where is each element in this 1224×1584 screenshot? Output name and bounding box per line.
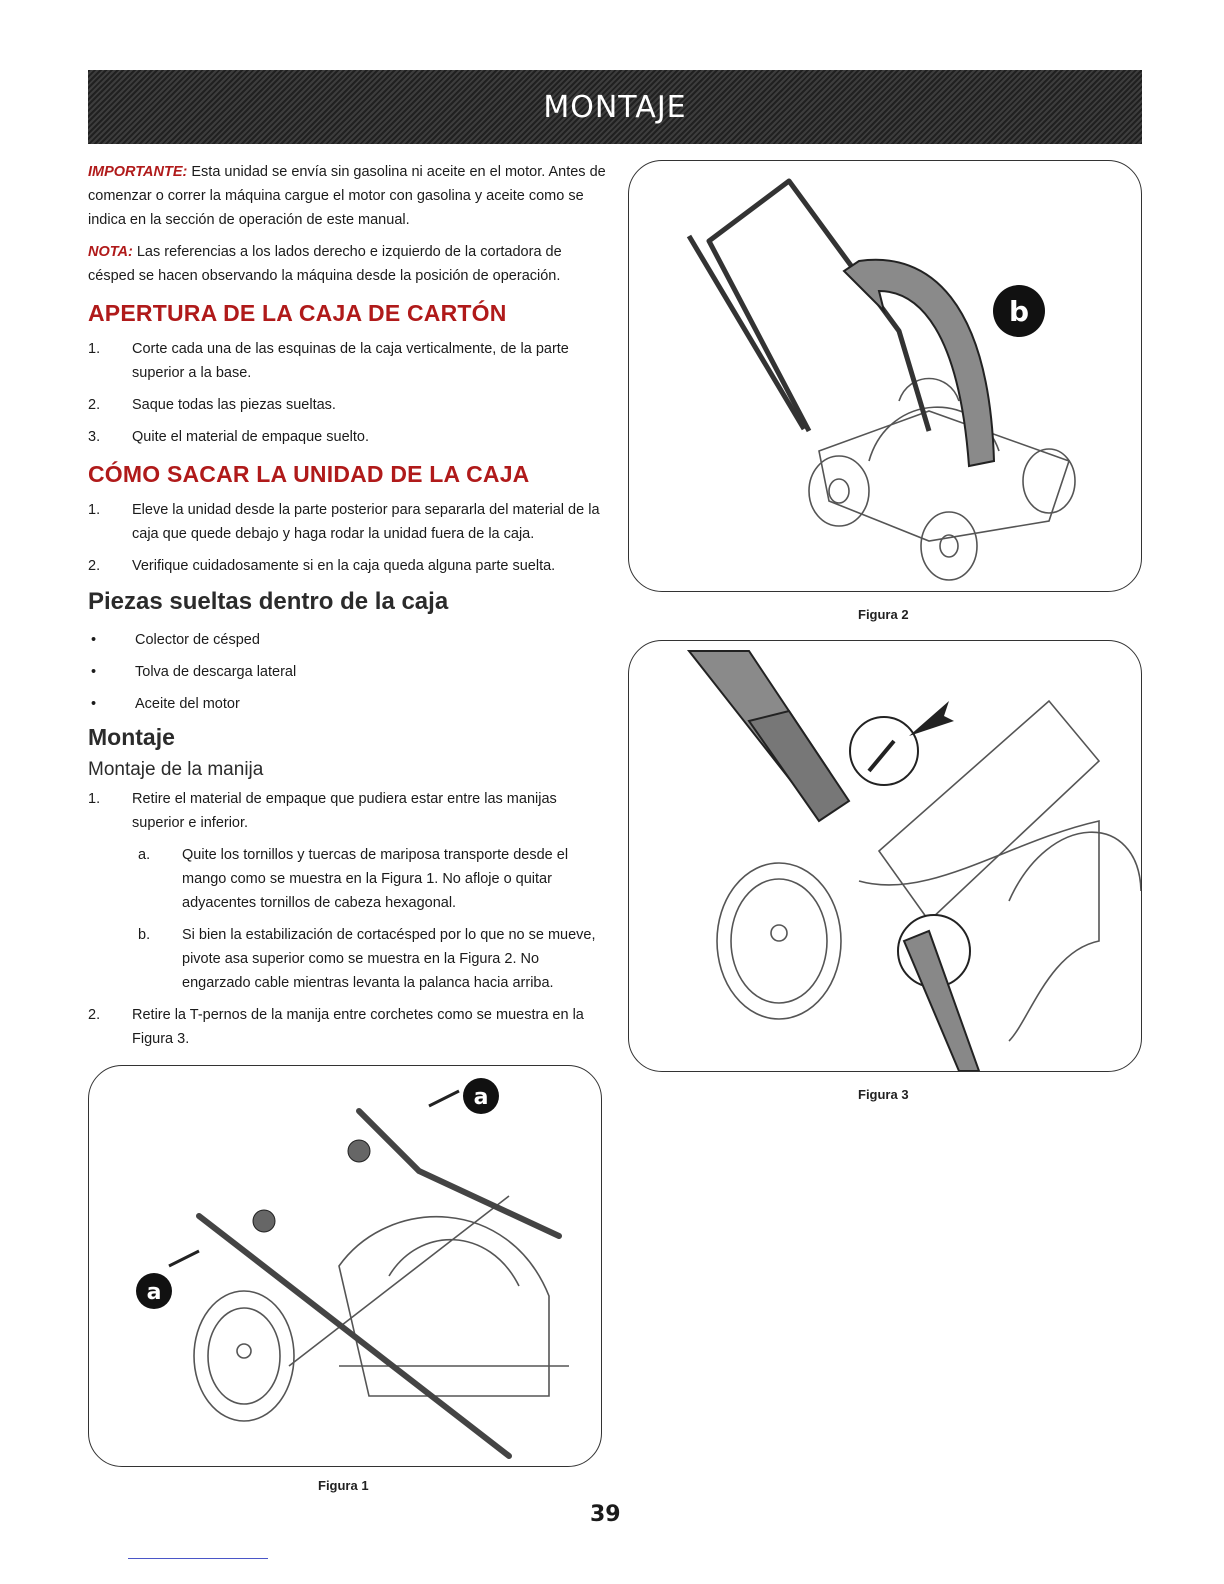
section-title: MONTAJE	[543, 89, 687, 125]
list-item: 3. Quite el material de empaque suelto.	[88, 425, 608, 449]
list-item: • Tolva de descarga lateral	[88, 660, 608, 684]
figure-1-marker-left: a	[147, 1280, 162, 1305]
substep-letter: a.	[138, 847, 151, 863]
list-item: 2. Verifique cuidadosamente si en la caja…	[88, 554, 608, 578]
important-paragraph: IMPORTANTE: Esta unidad se envía sin gas…	[88, 160, 608, 232]
step-text: Retire el material de empaque que pudier…	[132, 791, 557, 831]
figure-2-caption: Figura 2	[858, 607, 909, 622]
list-item: • Aceite del motor	[88, 692, 608, 716]
assembly-heading: Montaje	[88, 724, 175, 750]
list-item: b. Si bien la estabilización de cortacésp…	[88, 923, 608, 995]
step-text: Corte cada una de las esquinas de la caj…	[132, 341, 569, 381]
section-banner: MONTAJE	[88, 70, 1142, 144]
important-label: IMPORTANTE:	[88, 164, 188, 180]
important-text: Esta unidad se envía sin gasolina ni ace…	[88, 164, 606, 228]
bullet: •	[91, 664, 97, 680]
step-number: 3.	[88, 429, 101, 445]
bullet: •	[91, 632, 97, 648]
bullet: •	[91, 696, 97, 712]
step-number: 2.	[88, 397, 101, 413]
page-number: 39	[590, 1502, 621, 1527]
step-number: 1.	[88, 341, 101, 357]
step-text: Quite el material de empaque suelto.	[132, 429, 369, 445]
figure-1-marker-right: a	[474, 1085, 489, 1110]
note-text: Las referencias a los lados derecho e iz…	[88, 244, 562, 284]
figure-1-illustration: a a	[136, 1078, 569, 1459]
handle-assembly-subheading: Montaje de la manija	[88, 759, 264, 780]
step-text: Eleve la unidad desde la parte posterior…	[132, 502, 600, 542]
list-item: • Colector de césped	[88, 628, 608, 652]
left-column: IMPORTANTE: Esta unidad se envía sin gas…	[88, 160, 608, 1059]
list-item: 2. Saque todas las piezas sueltas.	[88, 393, 608, 417]
figure-1: a a	[88, 1065, 602, 1467]
remove-unit-heading: CÓMO SACAR LA UNIDAD DE LA CAJA	[88, 461, 530, 487]
figure-2: b	[628, 160, 1142, 592]
figure-2-illustration: b	[686, 178, 1076, 581]
substep-letter: b.	[138, 927, 151, 943]
step-text: Verifique cuidadosamente si en la caja q…	[132, 558, 556, 574]
figure-2-marker: b	[1009, 295, 1029, 328]
part-name: Colector de césped	[135, 632, 260, 648]
step-number: 1.	[88, 502, 101, 518]
footer-line	[128, 1558, 268, 1559]
list-item: 1. Corte cada una de las esquinas de la c…	[88, 337, 608, 385]
step-text: Saque todas las piezas sueltas.	[132, 397, 336, 413]
substep-text: Si bien la estabilización de cortacésped…	[182, 927, 596, 991]
list-item: a. Quite los tornillos y tuercas de marip…	[88, 843, 608, 915]
substep-text: Quite los tornillos y tuercas de maripos…	[182, 847, 569, 911]
open-box-heading: APERTURA DE LA CAJA DE CARTÓN	[88, 300, 507, 326]
figure-1-caption: Figura 1	[318, 1478, 369, 1493]
figure-3-caption: Figura 3	[858, 1087, 909, 1102]
note-label: NOTA:	[88, 244, 133, 260]
part-name: Tolva de descarga lateral	[135, 664, 297, 680]
step-text: Retire la T-pernos de la manija entre co…	[132, 1007, 584, 1047]
loose-parts-heading: Piezas sueltas dentro de la caja	[88, 588, 449, 615]
step-number: 2.	[88, 558, 101, 574]
list-item: 2. Retire la T-pernos de la manija entre …	[88, 1003, 608, 1051]
list-item: 1. Eleve la unidad desde la parte posteri…	[88, 498, 608, 546]
list-item: 1. Retire el material de empaque que pudi…	[88, 787, 608, 835]
part-name: Aceite del motor	[135, 696, 240, 712]
step-number: 1.	[88, 791, 101, 807]
figure-3	[628, 640, 1142, 1072]
figure-3-illustration	[686, 650, 1141, 1071]
note-paragraph: NOTA: Las referencias a los lados derech…	[88, 240, 608, 288]
step-number: 2.	[88, 1007, 101, 1023]
